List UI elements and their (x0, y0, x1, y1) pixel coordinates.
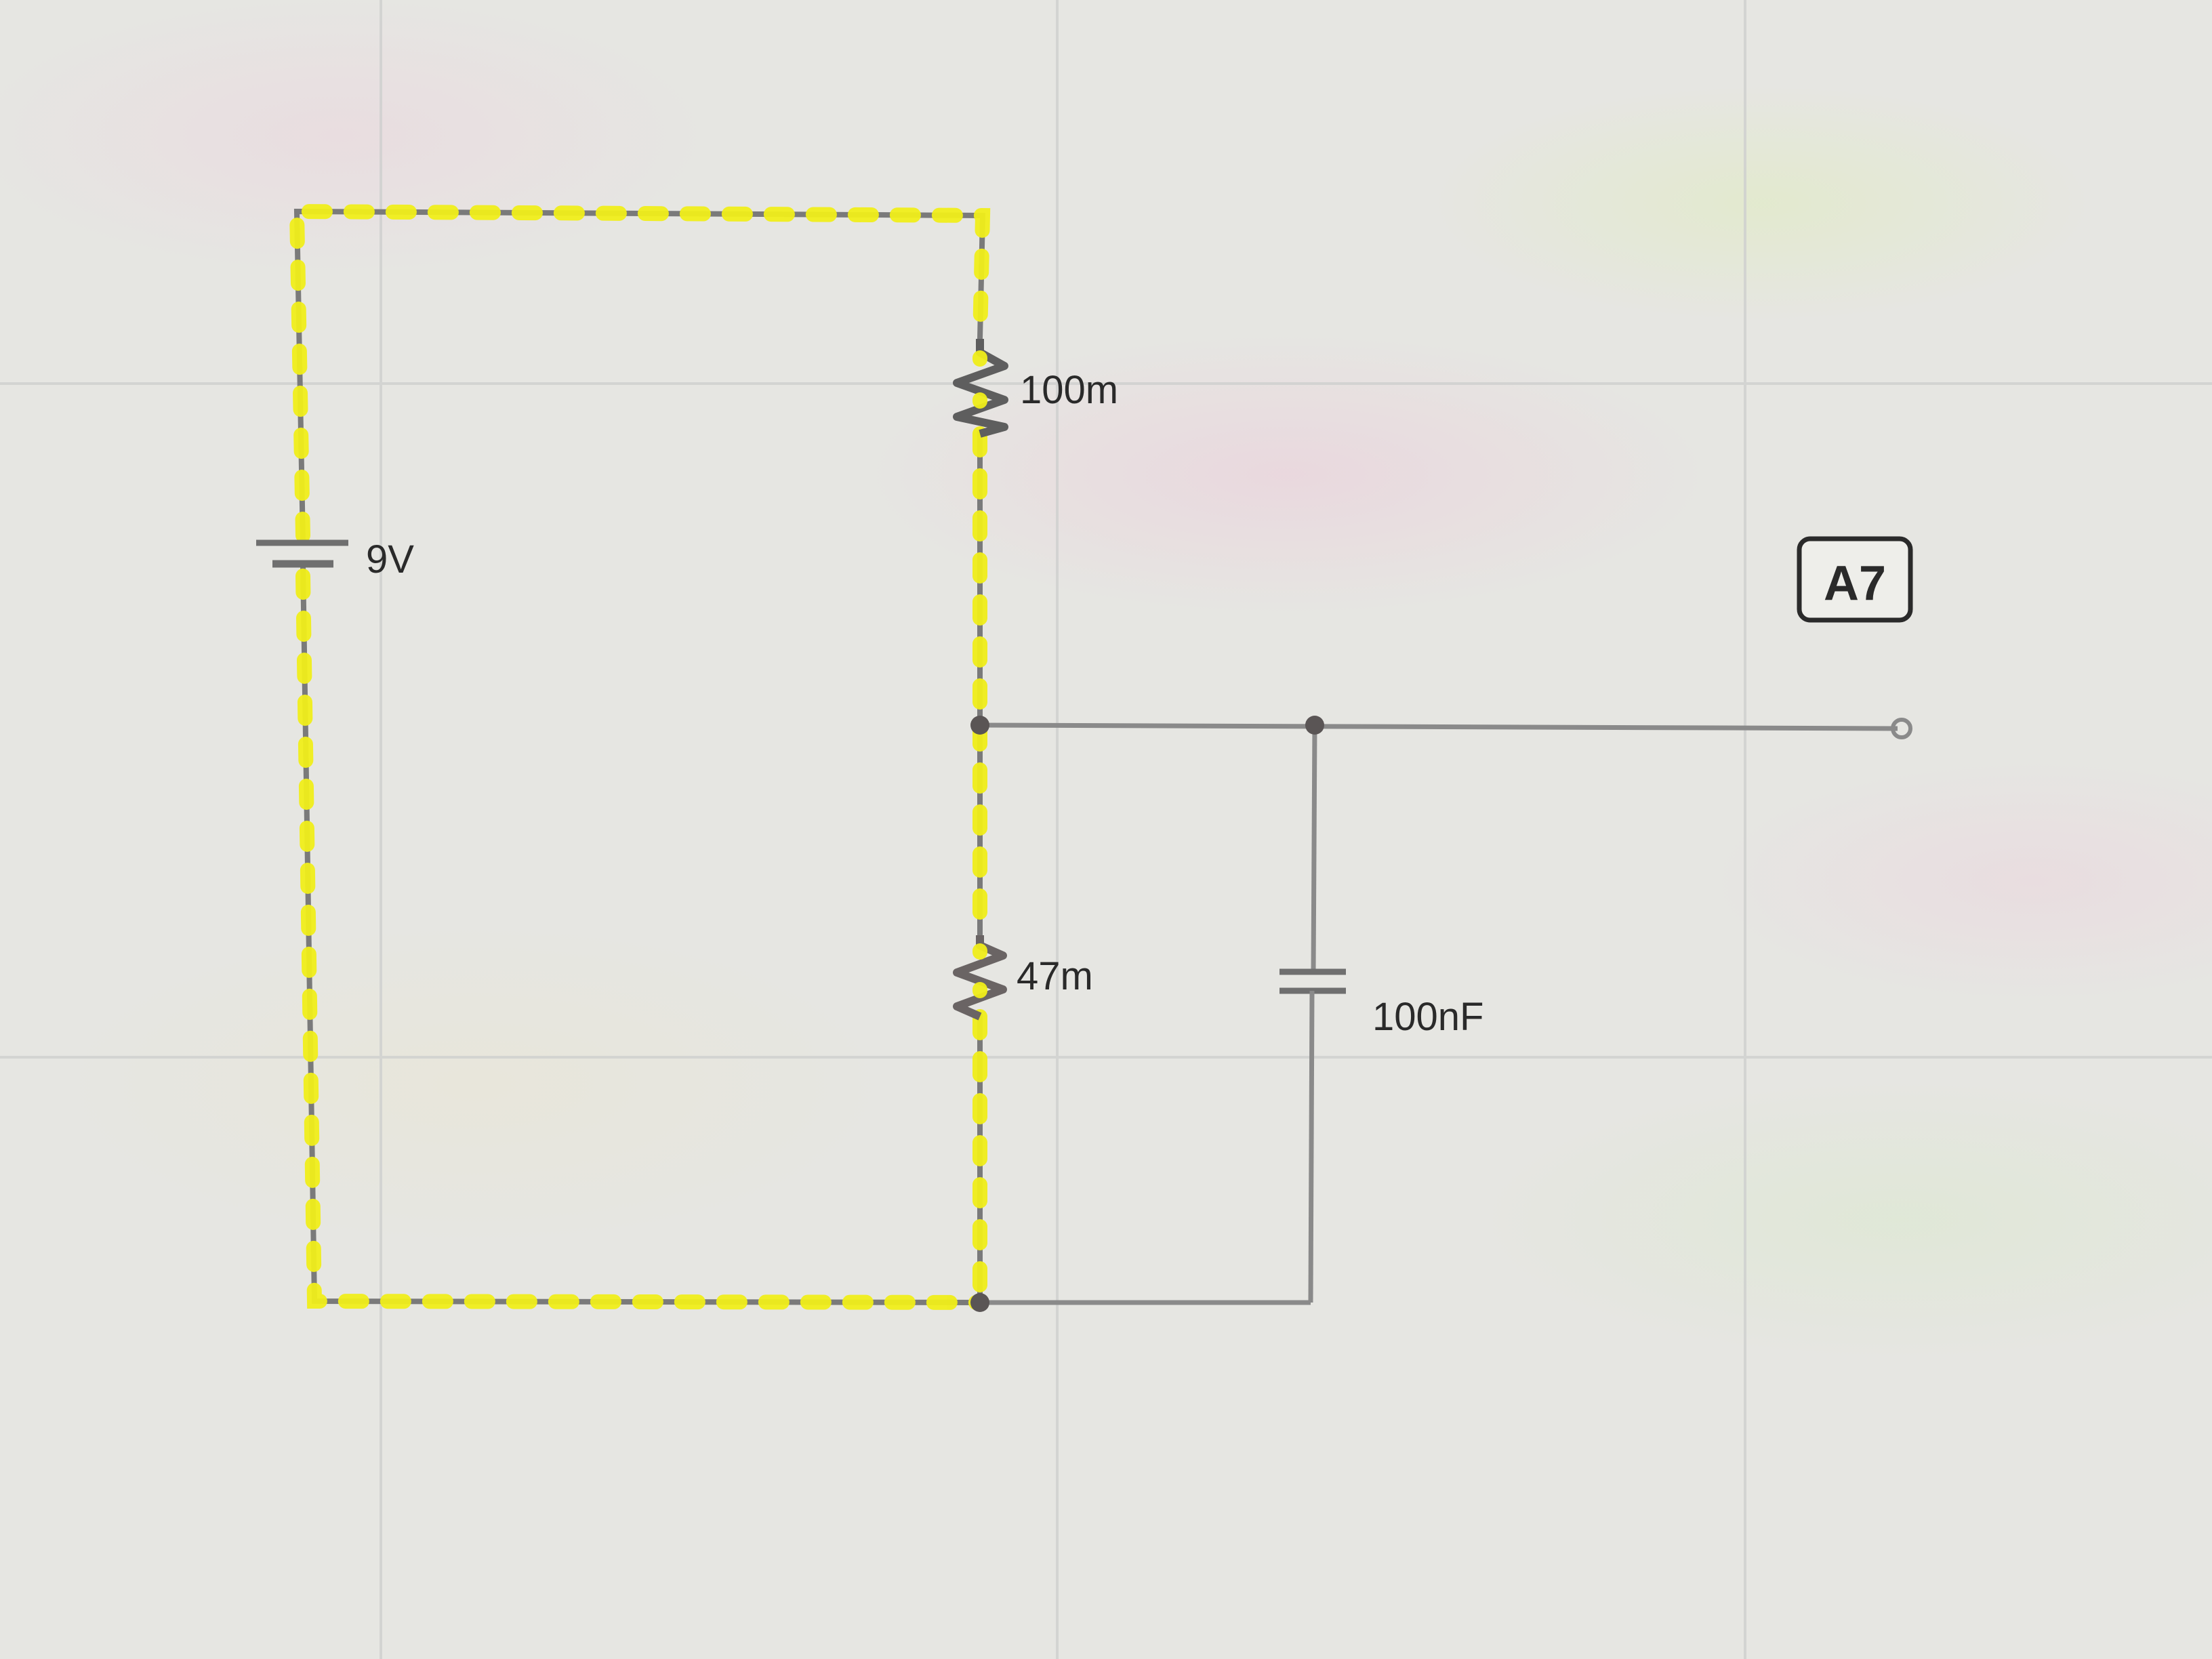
capacitor-100nf[interactable]: 100nF (980, 724, 1483, 1305)
junction-dot (970, 716, 989, 735)
output-port-a7[interactable]: A7 (1797, 536, 1913, 623)
capacitor-label: 100nF (1372, 995, 1483, 1039)
port-label: A7 (1824, 556, 1886, 611)
output-terminal-icon[interactable] (1891, 718, 1912, 739)
port-label-box (1797, 536, 1913, 623)
junction-dot (1305, 716, 1324, 735)
resistor-47m[interactable]: 47m (953, 935, 1093, 1021)
resistor-top-label: 100m (1020, 368, 1118, 412)
resistor-bottom-label: 47m (1017, 954, 1093, 998)
junction-dot (970, 1293, 989, 1312)
output-wire[interactable] (979, 722, 1898, 731)
capacitor-top-lead (1311, 724, 1317, 972)
battery-9v[interactable]: 9V (256, 537, 414, 581)
selected-loop[interactable] (289, 203, 991, 1310)
junctions (970, 716, 1324, 1312)
capacitor-bottom-lead (1308, 990, 1315, 1303)
resistor-100m[interactable]: 100m (953, 339, 1118, 438)
battery-label: 9V (366, 537, 414, 581)
